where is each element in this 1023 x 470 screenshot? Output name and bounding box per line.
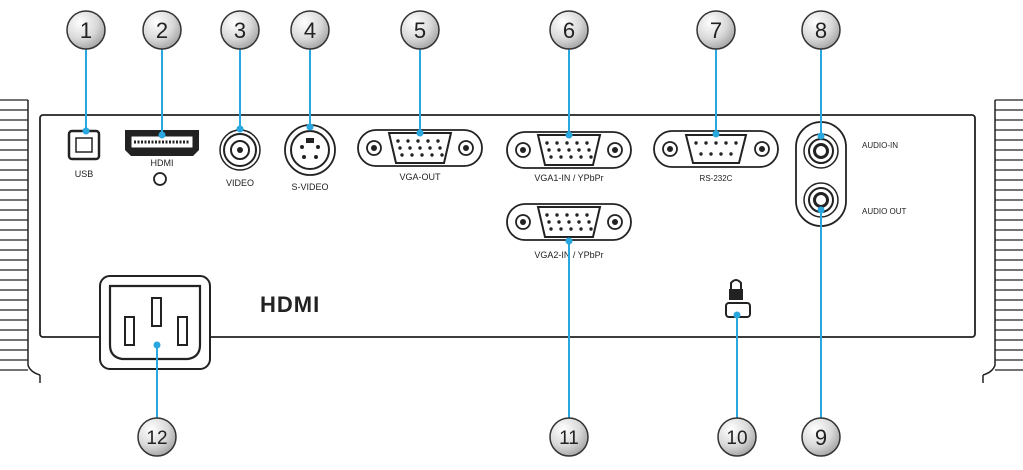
callout-bubble-3: 3 — [220, 10, 260, 50]
vga-out-port — [357, 129, 483, 167]
audio-in-port — [803, 133, 839, 169]
callout-number: 7 — [710, 18, 722, 43]
kensington-lock — [725, 279, 751, 318]
callout-number: 2 — [156, 18, 168, 43]
hdmi-label: HDMI — [151, 158, 174, 168]
power-socket — [99, 275, 211, 370]
callout-dots — [82, 123, 825, 349]
left-vent-fins — [0, 99, 28, 371]
right-vent-fins — [995, 99, 1023, 371]
callout-number: 6 — [563, 18, 575, 43]
usb-port — [67, 129, 101, 161]
callout-bubble-1: 1 — [66, 10, 106, 50]
svideo-label: S-VIDEO — [291, 182, 328, 192]
hdmi-port — [125, 130, 199, 156]
hdmi-logo: HDMI — [260, 292, 320, 317]
callout-bubble-9: 9 — [801, 417, 841, 457]
hdmi-indicator-led — [153, 172, 167, 186]
callout-number: 1 — [80, 18, 92, 43]
callout-bubble-5: 5 — [400, 10, 440, 50]
rs232c-label: RS-232C — [700, 174, 733, 183]
callout-number: 8 — [815, 18, 827, 43]
audio-out-label: AUDIO OUT — [862, 207, 907, 216]
callout-bubble-10: 10 — [717, 417, 757, 457]
callout-bubble-11: 11 — [549, 417, 589, 457]
callout-bubble-6: 6 — [549, 10, 589, 50]
callout-number: 11 — [559, 428, 579, 449]
callout-bubble-4: 4 — [290, 10, 330, 50]
vga1-in-port — [506, 131, 632, 169]
callout-bubble-7: 7 — [696, 10, 736, 50]
callout-number: 4 — [304, 18, 316, 43]
video-label: VIDEO — [226, 178, 254, 188]
usb-label: USB — [75, 169, 94, 179]
svideo-port — [284, 124, 336, 176]
callout-bubble-8: 8 — [801, 10, 841, 50]
callout-number: 3 — [234, 18, 246, 43]
video-port — [219, 129, 261, 171]
vga2-in-port — [506, 203, 632, 241]
callout-number: 9 — [815, 425, 827, 450]
callout-bubble-2: 2 — [142, 10, 182, 50]
audio-in-label: AUDIO-IN — [862, 141, 898, 150]
callout-number: 5 — [414, 18, 426, 43]
callout-lines — [85, 48, 822, 425]
callout-number: 10 — [726, 428, 747, 449]
vga-out-label: VGA-OUT — [399, 172, 441, 182]
vga1-in-label: VGA1-IN / YPbPr — [534, 173, 603, 183]
callout-number: 12 — [146, 428, 167, 449]
callout-bubble-12: 12 — [137, 417, 177, 457]
housing-outline — [27, 100, 996, 383]
rs232c-port — [653, 130, 779, 168]
